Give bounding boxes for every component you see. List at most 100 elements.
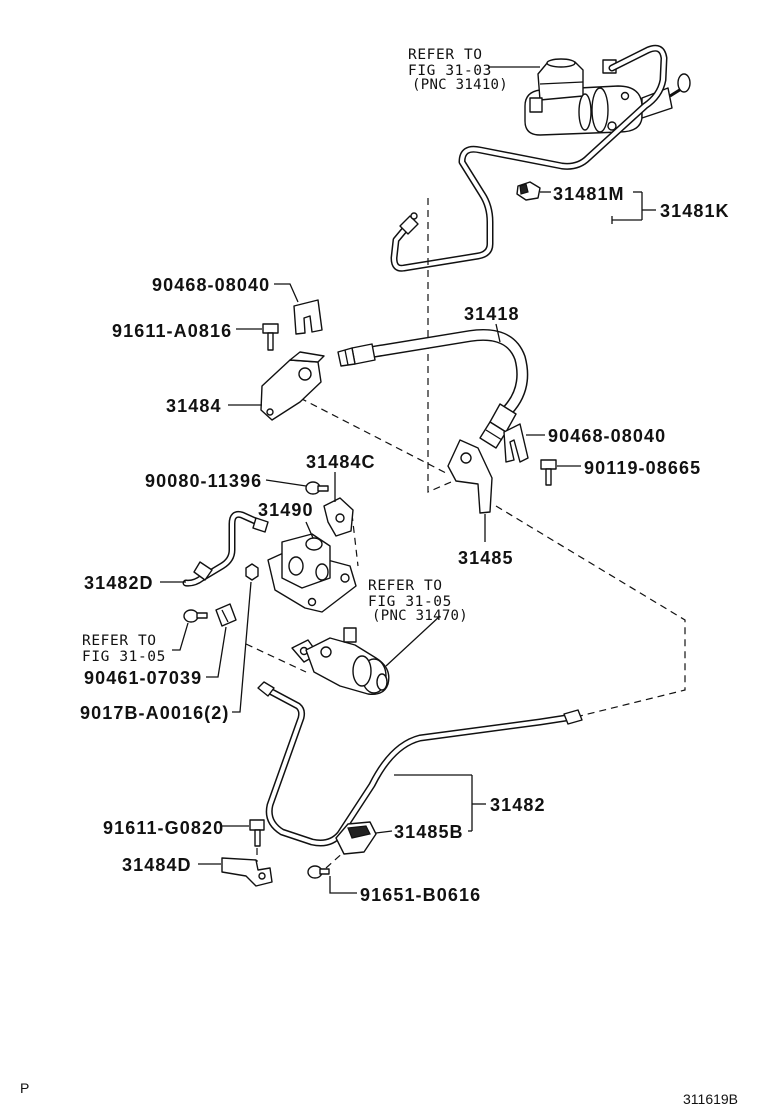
leader-31490 (305, 521, 314, 539)
bracket-31484D-hole (258, 872, 266, 880)
assembly-line-bolt-B0616 (325, 849, 347, 869)
bracket-31485-body (447, 439, 493, 514)
bracket-31484D-body (221, 857, 273, 887)
refer-slave-line3: (PNC 31470) (372, 608, 468, 624)
bolt-shank (319, 868, 330, 875)
tube-31482-core (266, 688, 568, 845)
page-mark: P (20, 1080, 29, 1096)
bolt-shank (545, 468, 552, 486)
bolt-shank (267, 332, 274, 351)
valve-port-top (305, 537, 323, 551)
bracket-31484-hole (298, 367, 312, 381)
bracket-31484C (323, 497, 354, 537)
refer-master-line2: FIG 31-03 (408, 63, 492, 79)
leader-9017B-A0016 (232, 581, 252, 713)
clip-31485B-jaw (347, 825, 371, 839)
callout-31485B: 31485B (394, 822, 464, 842)
bracket-31484-flange (289, 351, 325, 363)
reservoir-cap (546, 58, 576, 68)
tube-31481K-end-nut (399, 215, 419, 235)
bracket-31484C-hole (335, 513, 345, 523)
callout-31482D: 31482D (84, 573, 154, 593)
bolt-90080-11396 (305, 481, 329, 495)
callout-31418: 31418 (464, 304, 520, 324)
valve-port-side (288, 556, 304, 576)
bracket-31484 (260, 351, 325, 421)
clip-31485B (335, 821, 377, 855)
callout-90468-08040-lower: 90468-08040 (548, 426, 666, 446)
callout-91611-A0816: 91611-A0816 (112, 321, 232, 341)
leader-31418 (495, 323, 501, 343)
assembly-line-31484-to-31485 (299, 397, 447, 474)
bolt-shank (317, 485, 329, 492)
flex-hose-31418 (337, 329, 529, 449)
bolt-shank (196, 612, 208, 619)
refer-master-line1: REFER TO (408, 47, 483, 63)
refer-slave-line2: FIG 31-05 (368, 594, 452, 610)
bolt-head (249, 819, 265, 831)
fitting-31481M (516, 181, 541, 201)
tube-31482-nut-left (257, 681, 275, 697)
valve-bracket-hole-2 (307, 597, 317, 607)
flex-hose-left-nut-flat (344, 349, 349, 366)
leader-91651-B0616 (329, 876, 357, 894)
clamp-body (215, 603, 237, 627)
callout-91651-B0616: 91651-B0616 (360, 885, 481, 905)
slave-cylinder-boot-ring (352, 655, 372, 687)
flex-hose-core (371, 330, 527, 414)
bolt-head (262, 323, 279, 334)
leader-refer-slave-cylinder (385, 615, 441, 667)
refer-bolt-line2: FIG 31-05 (82, 649, 166, 665)
pushrod-clevis (677, 73, 691, 93)
bolt-head (183, 609, 199, 623)
callout-31484C: 31484C (306, 452, 376, 472)
tube-31482-nut-right (563, 709, 583, 725)
bolt-90119-08665 (540, 459, 557, 486)
illustration-id: 311619B (683, 1091, 738, 1107)
bracket-31484D (221, 857, 273, 887)
nut-9017B-A0016 (245, 563, 259, 581)
assembly-line-31484C (351, 513, 359, 567)
master-cylinder-flange (591, 87, 609, 133)
fitting-31481M-hex (519, 183, 529, 195)
bolt-91611-A0816 (262, 323, 279, 351)
refer-master-line3: (PNC 31410) (412, 77, 508, 93)
callout-31481M: 31481M (553, 184, 625, 204)
clamp-slot (221, 609, 229, 623)
mount-stud-1 (607, 121, 617, 131)
clip-90468-08040-lower (503, 423, 529, 463)
bracket-31485 (447, 439, 493, 514)
tube-31482 (257, 681, 583, 847)
leader-refer-bolt (172, 622, 189, 651)
callout-91611-G0820: 91611-G0820 (103, 818, 224, 838)
assembly-line-vertical (427, 198, 459, 493)
mount-stud-2 (620, 91, 630, 101)
callout-9017B-A0016: 9017B-A0016(2) (80, 703, 229, 723)
tube-31482D-core (184, 512, 264, 586)
callout-31485: 31485 (458, 548, 514, 568)
refer-slave-line1: REFER TO (368, 578, 443, 594)
leader-90461-07039 (206, 626, 227, 678)
master-cylinder-reservoir (537, 61, 584, 101)
master-cylinder-flange-2 (578, 93, 592, 131)
slave-cylinder-pushrod-end (376, 673, 388, 691)
tube-31481K-flare (410, 212, 418, 220)
tube-31481K-core (392, 46, 666, 271)
leader-31485B (375, 830, 393, 834)
valve-bracket-hole (340, 573, 350, 583)
bolt-91611-G0820 (249, 819, 265, 847)
bracket-31484-bolt-hole (266, 408, 274, 416)
valve-port-front (315, 563, 329, 581)
master-cylinder (524, 58, 691, 136)
clip-90468-08040-upper (293, 299, 323, 335)
reservoir-seam (539, 81, 584, 85)
flex-hose-right-nut-flat (485, 429, 503, 441)
callout-31482: 31482 (490, 795, 546, 815)
tube-31482D-nut-end (193, 561, 213, 581)
slave-cylinder-inlet (320, 646, 332, 658)
slave-cylinder (291, 627, 390, 695)
callout-31484D: 31484D (122, 855, 192, 875)
tube-31482D (182, 510, 269, 587)
flex-hose-left-fitting (351, 343, 376, 365)
clamp-90461-07039 (215, 603, 237, 627)
